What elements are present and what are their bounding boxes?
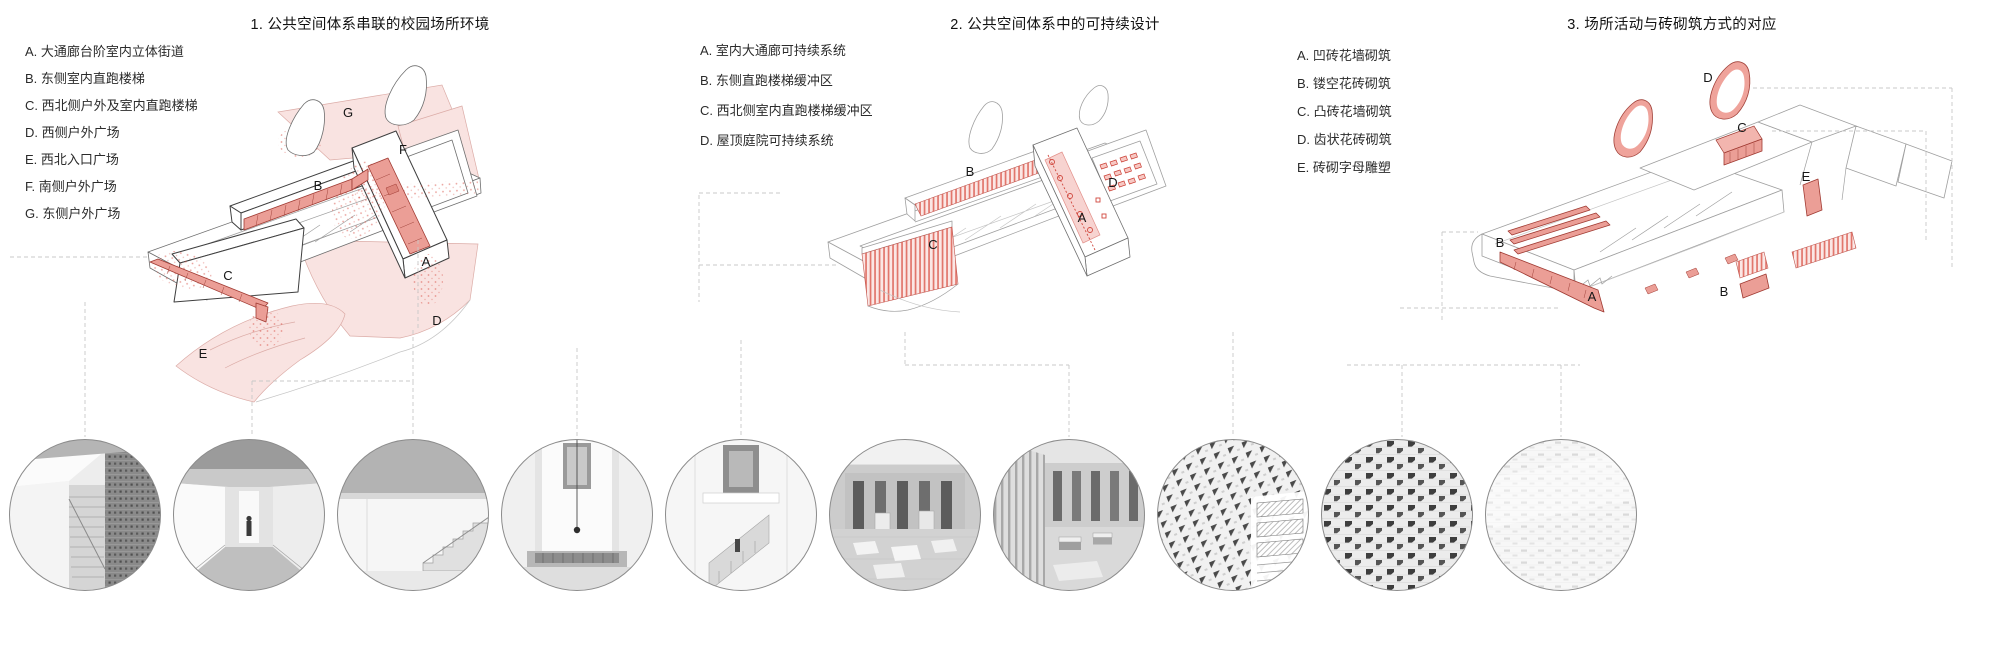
legend-item: E. 砖砌字母雕塑 <box>1297 160 1391 175</box>
mark-d: D <box>432 313 441 328</box>
panel3-title: 3. 场所活动与砖砌筑方式的对应 <box>1567 17 1777 33</box>
legend-item: A. 凹砖花墙砌筑 <box>1297 48 1391 63</box>
legend-item: D. 齿状花砖砌筑 <box>1297 132 1392 147</box>
mark-d: D <box>1108 175 1117 190</box>
legend-item: E. 西北入口广场 <box>25 152 119 167</box>
photo-row <box>9 439 1637 591</box>
legend-item: A. 大通廊台阶室内立体街道 <box>25 44 184 59</box>
mark-c: C <box>223 268 232 283</box>
panel2-title: 2. 公共空间体系中的可持续设计 <box>950 17 1160 33</box>
legend-item: C. 西北侧户外及室内直跑楼梯 <box>25 98 198 113</box>
legend-item: D. 西侧户外广场 <box>25 125 120 140</box>
photo-brick-relief <box>1485 439 1637 591</box>
mark-b2: B <box>1720 284 1729 299</box>
mark-b: B <box>314 178 323 193</box>
legend-item: C. 西北侧室内直跑楼梯缓冲区 <box>700 103 873 118</box>
mark-a: A <box>1588 289 1597 304</box>
mark-a: A <box>422 254 431 269</box>
legend-item: A. 室内大通廊可持续系统 <box>700 43 846 58</box>
mark-b: B <box>966 164 975 179</box>
legend-item: B. 东侧直跑楼梯缓冲区 <box>700 73 833 88</box>
mark-a: A <box>1078 210 1087 225</box>
photo-brick-dentil <box>1321 439 1473 591</box>
mark-b: B <box>1496 235 1505 250</box>
brickwork-highlights <box>1499 125 1857 313</box>
legend-item: B. 镂空花砖砌筑 <box>1297 76 1391 91</box>
legend-item: D. 屋顶庭院可持续系统 <box>700 133 834 148</box>
panel2-axonometric: B C A D <box>576 85 1167 437</box>
legend-item: G. 东侧户外广场 <box>25 206 121 221</box>
panel1-axonometric: G B C A D E F <box>10 65 482 437</box>
panel1-title: 1. 公共空间体系串联的校园场所环境 <box>250 17 490 33</box>
panel3-axonometric: D C E B A B <box>1232 61 1953 437</box>
legend-item: F. 南侧户外广场 <box>25 179 117 194</box>
mark-e: E <box>1802 169 1811 184</box>
photo-brick-diagonal <box>1157 439 1309 591</box>
photo-white-stair-hall <box>337 439 489 591</box>
mark-e: E <box>199 346 208 361</box>
panel3-legend: A. 凹砖花墙砌筑 B. 镂空花砖砌筑 C. 凸砖花墙砌筑 D. 齿状花砖砌筑 … <box>1297 42 1392 182</box>
legend-item: B. 东侧室内直跑楼梯 <box>25 71 145 86</box>
sustainable-system-diagram <box>1044 151 1107 251</box>
panel1-legend: A. 大通廊台阶室内立体街道 B. 东侧室内直跑楼梯 C. 西北侧户外及室内直跑… <box>25 38 198 227</box>
panel2-legend: A. 室内大通廊可持续系统 B. 东侧直跑楼梯缓冲区 C. 西北侧室内直跑楼梯缓… <box>700 36 873 156</box>
mark-f: F <box>399 142 407 157</box>
photo-interior-stair-brick <box>9 439 161 591</box>
courtyard-sustainable-units <box>1099 152 1146 192</box>
mark-c: C <box>928 237 937 252</box>
mark-c: C <box>1737 120 1746 135</box>
stair-ribbons <box>149 157 431 323</box>
mark-g: G <box>343 105 353 120</box>
photo-atrium-stair <box>665 439 817 591</box>
mark-d: D <box>1703 70 1712 85</box>
photo-courtyard-skylight <box>829 439 981 591</box>
legend-item: C. 凸砖花墙砌筑 <box>1297 104 1392 119</box>
